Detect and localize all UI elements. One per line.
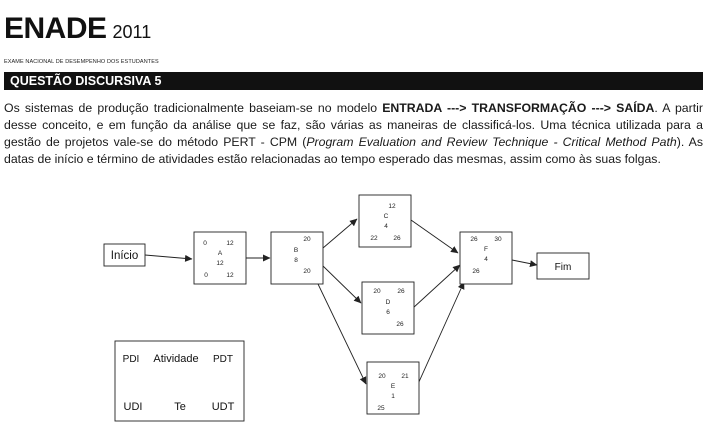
node-e-pdi: 20 <box>378 373 386 380</box>
activity-node-d: 20 26 D 6 26 <box>361 281 415 335</box>
paragraph-part-3: ). As datas de início e término de ativi… <box>4 135 703 166</box>
edge-f-fim <box>511 259 538 268</box>
paragraph-part-2: . A partir desse conceito, e em função d… <box>4 101 703 149</box>
node-e-name: E <box>391 383 396 390</box>
node-d-pdi: 20 <box>373 288 381 295</box>
node-e-te: 1 <box>391 393 395 400</box>
node-f-pdi: 26 <box>470 236 478 243</box>
node-b-udt: 20 <box>303 268 311 275</box>
legend-udt: UDT <box>212 401 235 413</box>
edge-e-f <box>417 281 465 385</box>
node-c-pdt: 12 <box>388 203 396 210</box>
edge-b-d <box>322 265 362 304</box>
end-node: Fim <box>536 252 590 280</box>
edge-b-e <box>317 283 367 385</box>
legend-box: PDI Atividade PDT UDI Te UDT <box>114 340 245 422</box>
end-label: Fim <box>555 262 572 273</box>
node-c-udi: 22 <box>370 235 378 242</box>
node-a-name: A <box>218 250 223 257</box>
activity-node-f: 26 30 F 4 26 <box>459 231 513 285</box>
node-a-te: 12 <box>216 260 224 267</box>
node-a-udt: 12 <box>226 272 234 279</box>
activity-node-b: 20 B 8 20 <box>270 231 324 285</box>
node-f-udi: 26 <box>472 268 480 275</box>
section-title: QUESTÃO DISCURSIVA 5 <box>10 74 162 88</box>
legend-atividade: Atividade <box>153 353 198 365</box>
node-d-pdt: 26 <box>397 288 405 295</box>
node-c-name: C <box>384 213 389 220</box>
node-a-pdt: 12 <box>226 240 234 247</box>
node-c-te: 4 <box>384 223 388 230</box>
activity-node-e: 20 21 E 1 25 <box>366 361 420 415</box>
edge-d-f <box>412 264 461 309</box>
logo-text: ENADE <box>4 12 107 45</box>
node-a-pdi: 0 <box>203 240 207 247</box>
logo-year: 2011 <box>112 22 152 42</box>
node-f-te: 4 <box>484 256 488 263</box>
node-d-udt: 26 <box>396 321 404 328</box>
section-title-bar: QUESTÃO DISCURSIVA 5 <box>4 72 703 90</box>
legend-pdt: PDT <box>213 354 233 365</box>
node-e-udi: 25 <box>377 405 385 412</box>
activity-node-a: 0 12 A 12 0 12 <box>193 231 247 285</box>
node-d-te: 6 <box>386 309 390 316</box>
node-d-name: D <box>386 299 391 306</box>
node-a-udi: 0 <box>204 272 208 279</box>
logo-subtitle: EXAME NACIONAL DE DESEMPENHO DOS ESTUDAN… <box>4 59 159 65</box>
paragraph-model: ENTRADA ---> TRANSFORMAÇÃO ---> SAÍDA <box>382 101 655 115</box>
paragraph-method-name: Program Evaluation and Review Technique … <box>306 135 677 149</box>
question-paragraph: Os sistemas de produção tradicionalmente… <box>4 100 703 168</box>
start-label: Início <box>111 250 139 262</box>
node-b-name: B <box>294 247 298 254</box>
node-b-pdt: 20 <box>303 236 311 243</box>
activity-node-c: 12 C 4 22 26 <box>358 194 412 248</box>
edge-b-c <box>322 218 358 249</box>
legend-te: Te <box>174 401 186 413</box>
paragraph-part-1: Os sistemas de produção tradicionalmente… <box>4 101 383 115</box>
start-node: Início <box>103 243 146 267</box>
node-e-pdt: 21 <box>401 373 409 380</box>
legend-pdi: PDI <box>123 354 140 365</box>
node-f-pdt: 30 <box>494 236 502 243</box>
node-f-name: F <box>484 246 488 253</box>
edge-c-f <box>410 219 459 254</box>
legend-udi: UDI <box>124 401 143 413</box>
node-b-te: 8 <box>294 257 298 264</box>
edge-inicio-a <box>144 254 193 262</box>
node-c-udt: 26 <box>393 235 401 242</box>
